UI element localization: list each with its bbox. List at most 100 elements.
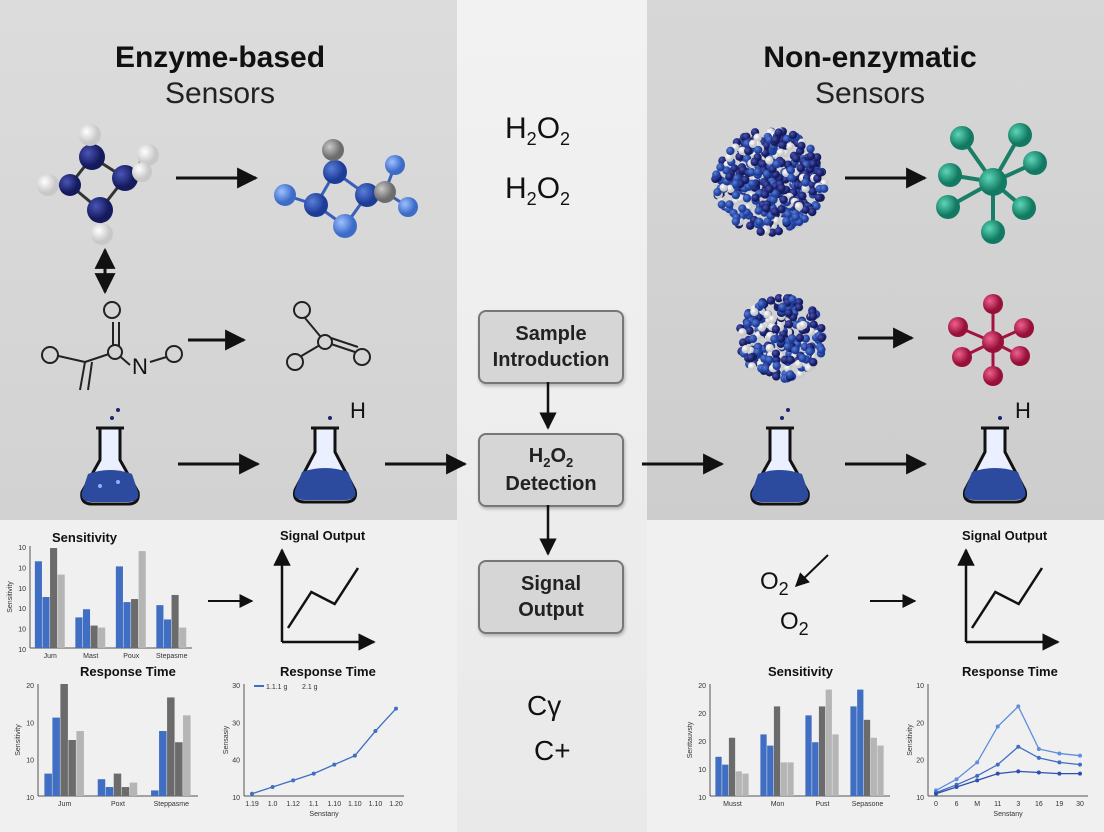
nanoparticle xyxy=(726,184,735,194)
nanoparticle xyxy=(796,369,805,379)
nanoparticle xyxy=(758,159,767,169)
bar xyxy=(780,762,787,796)
nanoparticle xyxy=(731,217,741,226)
nanoparticle xyxy=(757,299,767,309)
legend-label: 1.1.1 g xyxy=(266,684,288,691)
bar xyxy=(722,764,729,796)
x-tick-label: 3 xyxy=(1016,801,1020,808)
nanoparticle xyxy=(776,148,785,157)
chart-title-response-right: Response Time xyxy=(962,664,1058,679)
nanoparticle xyxy=(743,319,752,328)
series-line xyxy=(286,567,360,629)
data-point xyxy=(975,778,980,783)
red-molecule-icon xyxy=(948,294,1034,386)
nanoparticle xyxy=(772,361,781,371)
bar xyxy=(60,684,68,796)
nanoparticle xyxy=(784,320,794,329)
bottom-glyph-1: Cγ xyxy=(527,690,562,721)
bar xyxy=(159,731,167,796)
bar xyxy=(97,779,106,796)
nanoparticle xyxy=(788,130,798,140)
nanoparticle xyxy=(806,151,816,161)
nanoparticle xyxy=(808,312,818,321)
nanoparticle xyxy=(787,173,796,183)
series-line xyxy=(935,745,1081,794)
y-tick-label: 10 xyxy=(26,720,34,727)
y-tick-label: 20 xyxy=(916,758,924,765)
nanoparticle xyxy=(731,191,741,200)
nanoparticle xyxy=(762,169,772,179)
bottom-glyph-2: C+ xyxy=(534,735,571,766)
y-axis-label: Sensitivity xyxy=(15,724,22,756)
nanoparticle xyxy=(754,206,763,215)
x-tick-label: Poux xyxy=(123,653,139,660)
nanoparticle xyxy=(794,303,804,312)
nanoparticle xyxy=(731,179,740,189)
skeletal-molecule-icon xyxy=(41,301,183,391)
chart-title-response-left-2: Response Time xyxy=(280,664,376,679)
nanoparticle xyxy=(766,296,776,305)
x-tick-label: M xyxy=(974,801,980,808)
nanoparticle xyxy=(774,293,784,303)
nanoparticle xyxy=(765,343,774,353)
left-title: Enzyme-based Sensors xyxy=(60,40,380,112)
bar xyxy=(818,706,826,796)
nanoparticle xyxy=(760,190,770,199)
y-tick-label: 10 xyxy=(18,647,26,654)
nanoparticle xyxy=(725,200,734,209)
bar xyxy=(850,706,857,796)
arrow-oxygen xyxy=(794,554,829,587)
nanoparticle xyxy=(770,335,779,344)
bar xyxy=(68,740,76,796)
nanoparticle xyxy=(726,146,735,156)
bar xyxy=(105,787,114,796)
nanoparticle xyxy=(746,353,756,362)
h2o2-detection-box: H2O2 Detection xyxy=(478,433,624,507)
x-tick-label: Jum xyxy=(58,801,71,808)
chart-title-sensitivity-left: Sensitivity xyxy=(52,530,118,545)
bar xyxy=(75,617,83,648)
flask-icon-left-1 xyxy=(80,408,140,506)
x-tick-label: Sepasone xyxy=(852,801,884,808)
x-tick-label: 16 xyxy=(1035,801,1043,808)
nanoparticle xyxy=(809,358,818,367)
nanoparticle xyxy=(771,135,780,144)
y-axis-label: Sensitivity xyxy=(907,724,914,756)
x-tick-label: Mon xyxy=(771,801,785,808)
x-tick-label: 1.12 xyxy=(286,801,300,808)
nanoparticle xyxy=(738,328,747,337)
y-tick-label: 20 xyxy=(26,683,34,690)
y-axis-label: Senttauvsty xyxy=(687,721,694,758)
y-tick-label: 10 xyxy=(26,795,34,802)
nanoparticle xyxy=(712,170,721,179)
x-tick-label: Stepasme xyxy=(156,653,188,660)
bar xyxy=(52,717,60,796)
nanoparticle xyxy=(796,163,805,173)
x-tick-label: 1.20 xyxy=(389,801,403,808)
bar xyxy=(115,566,123,648)
bar xyxy=(156,605,164,648)
nanoparticle xyxy=(815,168,825,177)
h2o2-label-2: H2O2 xyxy=(505,172,571,209)
bar xyxy=(812,742,819,796)
nanoparticle xyxy=(798,353,807,363)
x-tick-label: 19 xyxy=(1056,801,1064,808)
x-tick-label: Pust xyxy=(815,801,829,808)
y-tick-label: 10 xyxy=(18,545,26,552)
data-point xyxy=(995,762,1000,767)
data-point xyxy=(394,706,398,711)
nanoparticle xyxy=(757,323,767,332)
nanoparticle xyxy=(750,307,759,316)
nanoparticle xyxy=(725,172,734,181)
x-axis-label: Senstany xyxy=(309,811,339,818)
bar xyxy=(825,689,832,796)
nanoparticle xyxy=(788,295,797,304)
bar xyxy=(82,609,91,648)
chart-title-sensitivity-right: Sensitivity xyxy=(768,664,834,679)
nanoparticle xyxy=(798,320,808,330)
flask-icon-right-1 xyxy=(750,408,810,506)
x-tick-label: 1.19 xyxy=(245,801,259,808)
